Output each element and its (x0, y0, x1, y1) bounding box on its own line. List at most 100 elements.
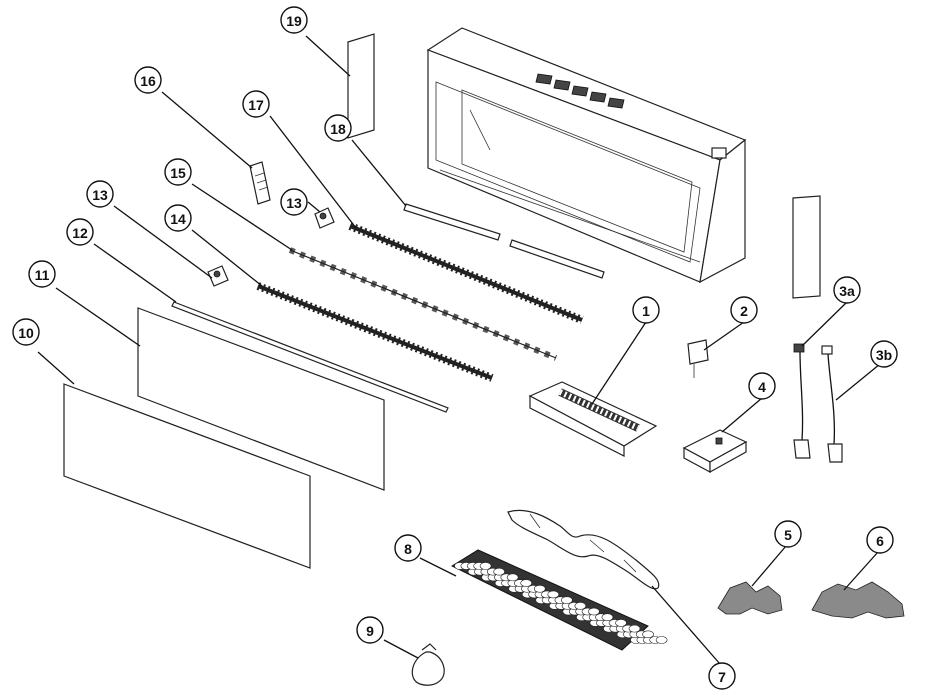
pebble (642, 630, 654, 639)
callout-label: 4 (758, 379, 766, 395)
leader-14 (191, 229, 263, 287)
callout-label: 5 (784, 527, 792, 543)
callout-label: 10 (18, 325, 34, 341)
callout-circle (356, 616, 384, 644)
chain-strip-15 (288, 247, 558, 361)
callout-circle (280, 6, 308, 34)
rail-bracket-upper (403, 203, 501, 241)
power-cord-3a (793, 343, 811, 459)
callout-label: 3a (839, 283, 855, 299)
callout-label: 9 (366, 623, 374, 639)
pebble (533, 584, 546, 593)
leader-9 (383, 639, 419, 659)
callout-circle (164, 204, 192, 232)
callout-c16: 16 (134, 66, 162, 94)
callout-c4: 4 (748, 372, 776, 400)
leader-3a (801, 301, 848, 347)
callout-c18: 18 (324, 114, 352, 142)
power-module (687, 339, 709, 378)
leader-17 (269, 115, 357, 229)
callout-circle (730, 296, 758, 324)
callout-c15: 15 (164, 158, 192, 186)
callout-circle (164, 158, 192, 186)
callout-circle (66, 218, 94, 246)
pebble (520, 579, 533, 587)
callout-c7: 7 (708, 662, 736, 690)
callout-circle (833, 276, 861, 304)
pebble (615, 619, 627, 627)
flame-strip-17 (348, 222, 584, 324)
callout-c19: 19 (280, 6, 308, 34)
pebble (628, 624, 641, 633)
pebble (547, 590, 560, 599)
pebble (574, 602, 587, 610)
callout-c3a: 3a (833, 276, 861, 304)
callout-circle (324, 114, 352, 142)
pebble (655, 636, 668, 644)
callout-circle (748, 372, 776, 400)
callout-label: 7 (718, 669, 726, 685)
callout-circle (708, 662, 736, 690)
pebble (506, 573, 519, 582)
callout-label: 15 (170, 165, 186, 181)
callout-c6: 6 (866, 526, 894, 554)
leader-13a (113, 205, 213, 279)
leader-15 (191, 183, 293, 251)
rock-pile-5 (717, 581, 783, 615)
callout-label: 11 (35, 267, 50, 283)
bracket-lower (207, 265, 229, 287)
pebble (493, 567, 505, 576)
callout-label: 17 (248, 97, 264, 113)
callout-label: 19 (286, 13, 302, 29)
callout-circle (280, 188, 308, 216)
callout-label: 12 (72, 225, 88, 241)
callout-c11: 11 (28, 260, 56, 288)
leader-6 (843, 551, 879, 591)
callout-circle (632, 296, 660, 324)
pebble-tray (450, 549, 668, 651)
leader-3b (835, 363, 881, 401)
callout-label: 13 (286, 195, 302, 211)
callout-label: 1 (642, 303, 650, 319)
leader-19 (305, 35, 351, 77)
firebox-housing (426, 27, 747, 284)
leader-7 (651, 585, 721, 665)
callout-label: 8 (404, 541, 412, 557)
callout-c8: 8 (394, 534, 422, 562)
callout-circle (28, 260, 56, 288)
callout-circle (134, 66, 162, 94)
callout-c13a: 13 (86, 180, 114, 208)
callout-c14: 14 (164, 204, 192, 232)
glass-panel-11 (137, 307, 385, 491)
callout-c10: 10 (12, 318, 40, 346)
callout-c3b: 3b (870, 340, 898, 368)
callout-label: 14 (170, 211, 186, 227)
callout-label: 18 (330, 121, 346, 137)
callout-circle (774, 520, 802, 548)
pebble (601, 613, 614, 622)
leader-18 (351, 139, 407, 207)
callout-circle (242, 90, 270, 118)
callout-c12: 12 (66, 218, 94, 246)
callout-c1: 1 (632, 296, 660, 324)
leader-8 (419, 557, 457, 577)
pebble (561, 596, 573, 604)
side-glass-panel (792, 195, 821, 299)
callout-c9: 9 (356, 616, 384, 644)
flame-strip-14 (256, 282, 494, 382)
callout-c13b: 13 (280, 188, 308, 216)
remote-control (249, 161, 271, 205)
rock-pile-6 (811, 581, 905, 619)
leader-12 (93, 243, 177, 303)
pebble (588, 607, 600, 616)
leader-1 (591, 321, 647, 405)
callout-label: 6 (876, 533, 884, 549)
callout-circle (86, 180, 114, 208)
leader-10 (37, 351, 75, 385)
bracket-upper (314, 207, 335, 229)
leader-4 (721, 397, 763, 433)
hardware-bag (411, 643, 445, 686)
callout-circle (870, 340, 898, 368)
leader-11 (55, 287, 141, 347)
